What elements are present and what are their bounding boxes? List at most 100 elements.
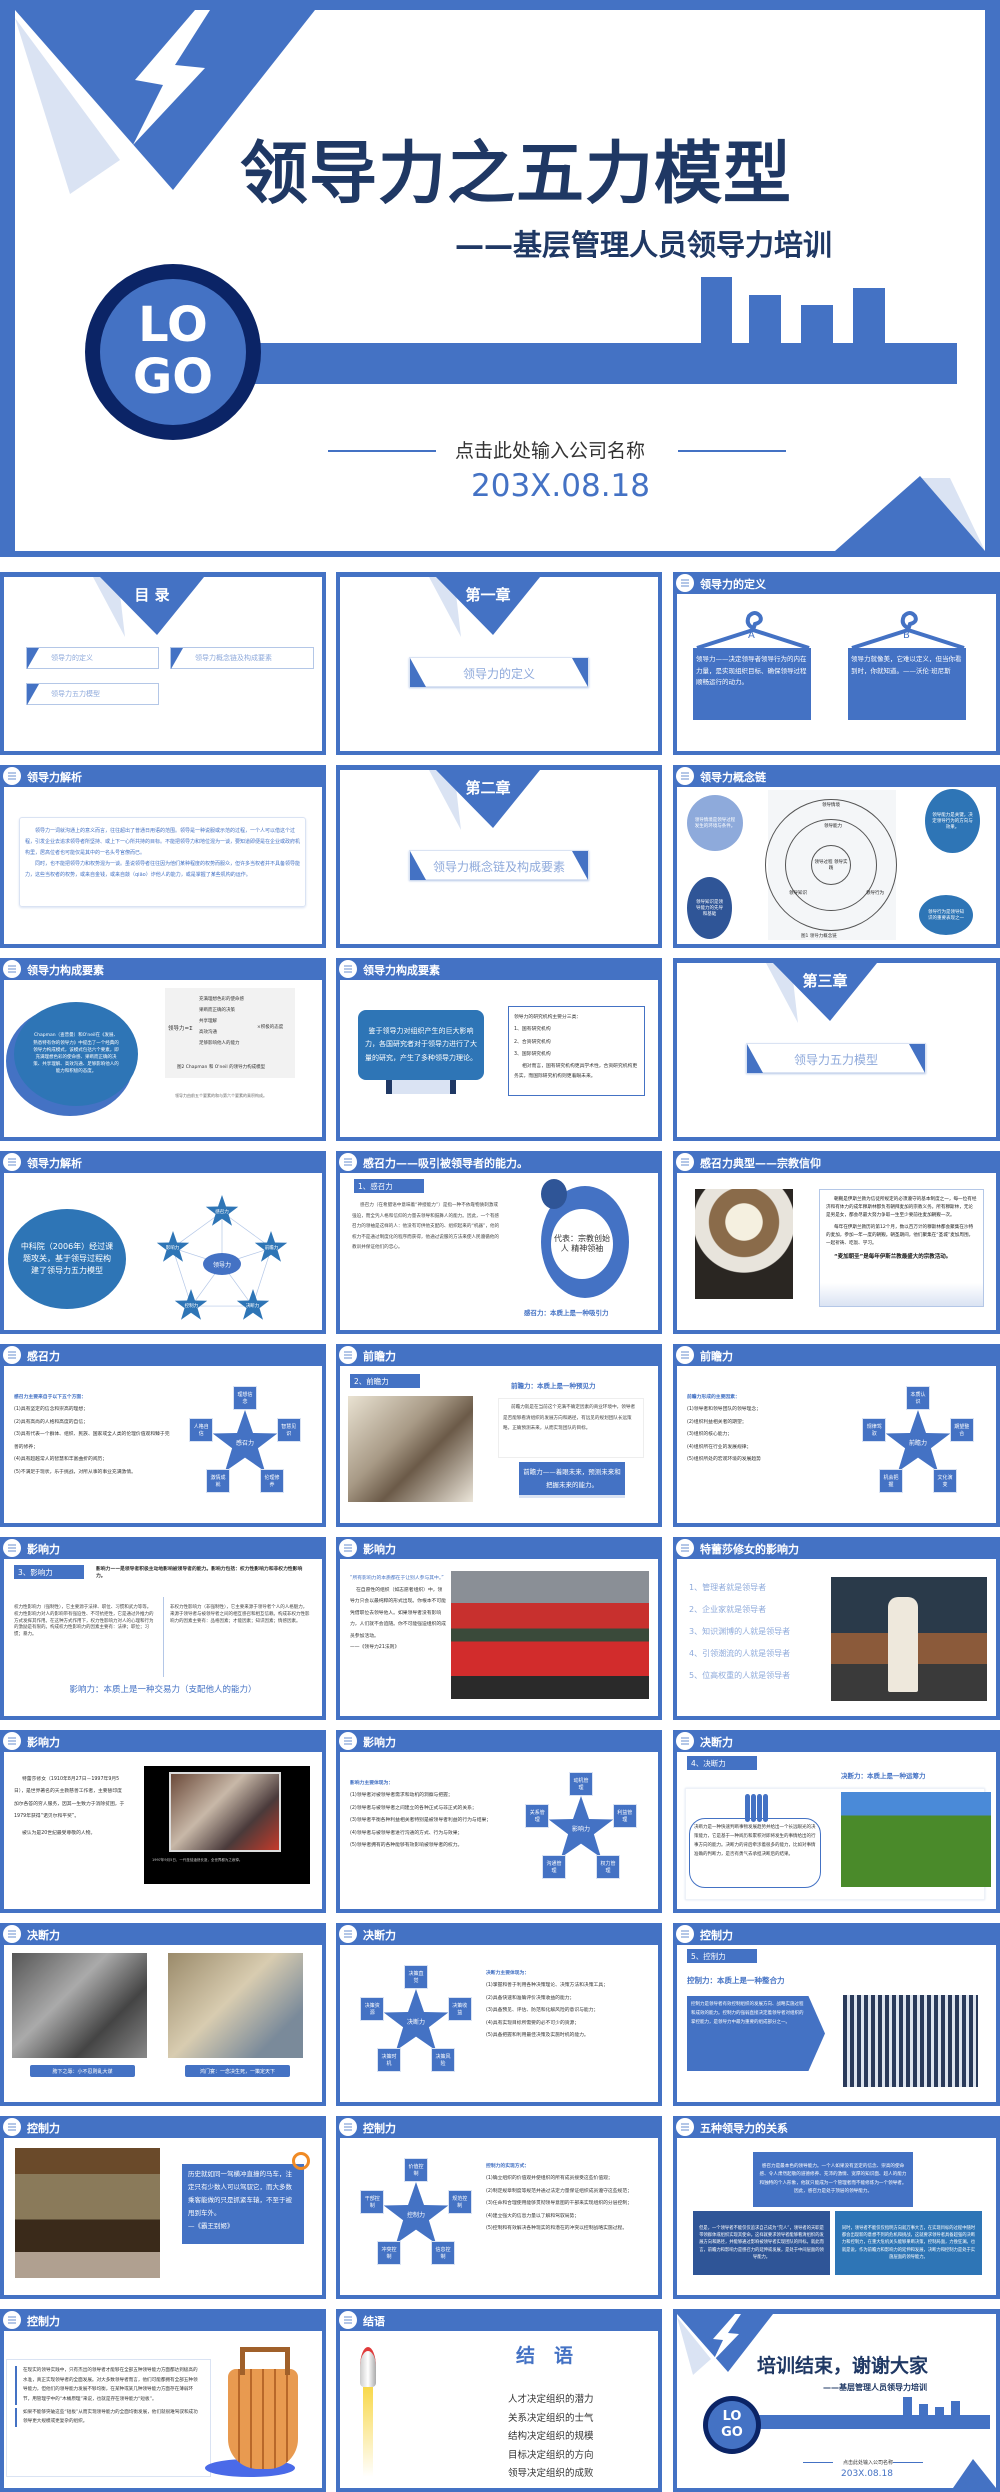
menu-icon-line [344, 1740, 352, 1742]
caption-button[interactable]: 胯下之辱：小不忍则乱大谋 [30, 2065, 135, 2077]
slide-thumbnail[interactable]: 控制力控制力的实现方式：(1)确立组织的价值观并使组织的所有成员接受这些价值观；… [336, 2116, 662, 2299]
slide-header-bar [0, 958, 326, 980]
hanger-icon [696, 611, 810, 650]
slide-thumbnail[interactable]: 控制力在现实的领导实践中，只有杰出的领导者才能够在全部五种领导能力方面都达到极高… [0, 2309, 326, 2492]
slide-header-bar [336, 1537, 662, 1559]
menu-icon-line [344, 971, 352, 973]
toc-item[interactable]: 领导力五力模型 [26, 683, 159, 705]
presentation-date[interactable]: 203X.08.18 [471, 468, 651, 504]
closing-date[interactable]: 203X.08.18 [841, 2469, 893, 2479]
slide-thumbnail[interactable]: 领导力解析领导力一词就沟通上的意义而言，往往超出了普通日用语的范围。领导是一种说… [0, 765, 326, 948]
top-layer-card: 感召力是最本色的领导能力。一个人如果没有坚定的信念、崇高的使命感、令人肃然起敬的… [753, 2152, 913, 2207]
menu-icon-line [344, 1550, 352, 1552]
menu-icon-line [681, 1740, 689, 1742]
decorative-bar [255, 343, 957, 384]
slide-title: 领导力的定义 [700, 578, 766, 591]
section-tag: 3、影响力 [14, 1565, 84, 1579]
presentation-title[interactable]: 领导力之五力模型 [240, 135, 793, 214]
chapter-banner[interactable]: 领导力五力模型 [746, 1043, 926, 1073]
slide-thumbnail[interactable]: 感召力感召力主要来自于以下五个方面：(1)具有坚定的信念和崇高的理想；(2)具有… [0, 1344, 326, 1527]
crossroads-photo [841, 1792, 991, 1887]
menu-icon-line [8, 968, 16, 970]
chapter-banner[interactable]: 领导力概念链及构成要素 [409, 850, 589, 880]
slide-thumbnail[interactable]: 第三章领导力五力模型 [673, 958, 1000, 1141]
list-intro: 感召力主要来自于以下五个方面： [14, 1395, 86, 1400]
slide-thumbnail[interactable]: 影响力特蕾莎修女（1910年8月27日－1997年9月5日），是世界著名的天主教… [0, 1730, 326, 1913]
logo[interactable]: LO GO [85, 264, 261, 440]
slide-canvas [677, 1366, 996, 1523]
slide-thumbnail[interactable]: 影响力“所有影响力的本质都在于让别人参与其中。”在自愿性的组织（如志愿者组织）中… [336, 1537, 662, 1720]
slide-thumbnail[interactable]: 领导力概念链领导情境领导能力领导过程 领导实践领导知识领导行为图1 领导力概念链… [673, 765, 1000, 948]
banner-corner-left [747, 1044, 763, 1073]
menu-icon-line [8, 1164, 16, 1166]
toc-item-label: 领导力概念链及构成要素 [195, 654, 272, 662]
slide-header-bar [336, 1730, 662, 1752]
slide-thumbnail[interactable]: 决断力决断力主要体现为：(1)掌握和善于利用各种决策理论、决策方法和决策工具；(… [336, 1923, 662, 2106]
slide-thumbnail[interactable]: 结语结 语人才决定组织的潜力关系决定组织的士气结构决定组织的规模目标决定组织的方… [336, 2309, 662, 2492]
star-node-box: 关系管理 [525, 1803, 550, 1828]
menu-icon [3, 2311, 21, 2329]
slide-thumbnail[interactable]: 第二章领导力概念链及构成要素 [336, 765, 662, 948]
menu-icon-line [681, 1354, 689, 1356]
quote-card: 历史就如同一驾横冲直撞的马车，注定只有少数人可以驾驭它，而大多数乘客能做的只是抓… [182, 2164, 304, 2244]
quote-body: 在自愿性的组织（如志愿者组织）中，领导力只会以最纯粹的形式出现。你根本不可能凭借… [350, 1587, 446, 1639]
slide-thumbnail[interactable]: 领导力解析中科院（2006年）经过课题攻关，基于领导过程构建了领导力五力模型感召… [0, 1151, 326, 1334]
menu-icon-line [8, 778, 16, 780]
star-node-box: 权力管理 [596, 1855, 621, 1880]
slide-thumbnail[interactable]: 感召力——吸引被领导者的能力。1、感召力感召力（在希腊语中意味着“神授能力”）是… [336, 1151, 662, 1334]
list-item: (1)领导者对被领导者需求和动机的洞察与把握； [350, 1793, 453, 1799]
slide-thumbnail[interactable]: 前瞻力前瞻力形成的主要因素：(1)领导者和领导团队的领导理念；(2)组织利益相关… [673, 1344, 1000, 1527]
caption-button[interactable]: 鸿门宴：一念决生死，一策定天下 [185, 2065, 290, 2077]
ring-dot [541, 1179, 567, 1209]
bullet-item: 如果不能够突破这些“短板”从而实现领导能力的全面均衡发展，他们就很难驾驭和成功领… [15, 2407, 202, 2427]
divider-right [678, 450, 786, 452]
menu-icon [339, 1153, 357, 1171]
slide-thumbnail[interactable]: 五种领导力的关系感召力是最本色的领导能力。一个人如果没有坚定的信念、崇高的使命感… [673, 2116, 1000, 2299]
chapter-banner[interactable]: 领导力的定义 [409, 657, 589, 687]
quote-column: “所有影响力的本质都在于让别人参与其中。”在自愿性的组织（如志愿者组织）中，领导… [350, 1573, 446, 1654]
toc-item[interactable]: 领导力概念链及构成要素 [170, 647, 314, 669]
list-item: (2)制定规章制度等规范并通过法定力量保证组织成员遵守这些规范； [486, 2188, 632, 2194]
logo-line-2: GO [721, 2425, 743, 2440]
slide-thumbnail[interactable]: 决断力胯下之辱：小不忍则乱大谋鸿门宴：一念决生死，一策定天下 [0, 1923, 326, 2106]
logo-line-1: LO [138, 297, 208, 353]
scroll-roll-icon [745, 1794, 750, 1822]
blue-triangle-corner [835, 476, 985, 551]
slide-thumbnail[interactable]: 第一章领导力的定义 [336, 572, 662, 755]
slide-thumbnail[interactable]: 影响力影响力主要体现为：(1)领导者对被领导者需求和动机的洞察与把握；(2)领导… [336, 1730, 662, 1913]
slide-thumbnail[interactable]: 控制力历史就如同一驾横冲直撞的马车，注定只有少数人可以驾驭它，而大多数乘客能做的… [0, 2116, 326, 2299]
company-name[interactable]: 点击此处输入公司名称 [843, 2460, 894, 2466]
company-name[interactable]: 点击此处输入公司名称 [455, 440, 646, 462]
factor-list: 决断力主要体现为：(1)掌握和善于利用各种决策理论、决策方法和决策工具；(2)具… [486, 1968, 648, 2043]
chapter-triangle [93, 577, 204, 637]
hanger-card: 领导力——决定领导者领导行为的内在力量，是实现组织目标、确保领导过程顺畅运行的动… [693, 648, 811, 720]
star-center-label: 影响力 [571, 1826, 590, 1833]
slide-title: 前瞻力 [700, 1350, 733, 1363]
list-item: (4)具有超越常人的智慧和丰富曲折的阅历； [14, 1457, 108, 1463]
slide-title: 影响力 [27, 1543, 60, 1556]
light-triangle [15, 18, 120, 194]
quote-text: 历史就如同一驾横冲直撞的马车，注定只有少数人可以驾驭它，而大多数乘客能做的只是抓… [188, 2170, 292, 2217]
slide-thumbnail[interactable]: 感召力典型——宗教信仰朝觐是伊斯兰教为信徒所规定的必须遵守的基本制度之一，每一位… [673, 1151, 1000, 1334]
formula-term: 足够影响他人的能力 [199, 1041, 240, 1046]
definition-bubble: 决断力是一种快速判断事物发展趋势并给出一个长远眼光的决策能力，它是基于一种阅历和… [689, 1818, 821, 1888]
decorative-triangles [15, 10, 985, 551]
banner-label: 领导力的定义 [462, 667, 535, 681]
star-polygon [383, 2182, 449, 2244]
slide-thumbnail[interactable]: 目 录领导力的定义领导力概念链及构成要素领导力五力模型 [0, 572, 326, 755]
conclusion-line: 结构决定组织的规模 [508, 2431, 594, 2442]
menu-icon [339, 1539, 357, 1557]
slide-title: 感召力 [27, 1350, 60, 1363]
toc-item[interactable]: 领导力的定义 [26, 647, 159, 669]
presentation-subtitle[interactable]: ——基层管理人员领导力培训 [455, 228, 833, 262]
slide-thumbnail[interactable]: 领导力构成要素鉴于领导力对组织产生的巨大影响力，各国研究者对于领导力进行了大量的… [336, 958, 662, 1141]
